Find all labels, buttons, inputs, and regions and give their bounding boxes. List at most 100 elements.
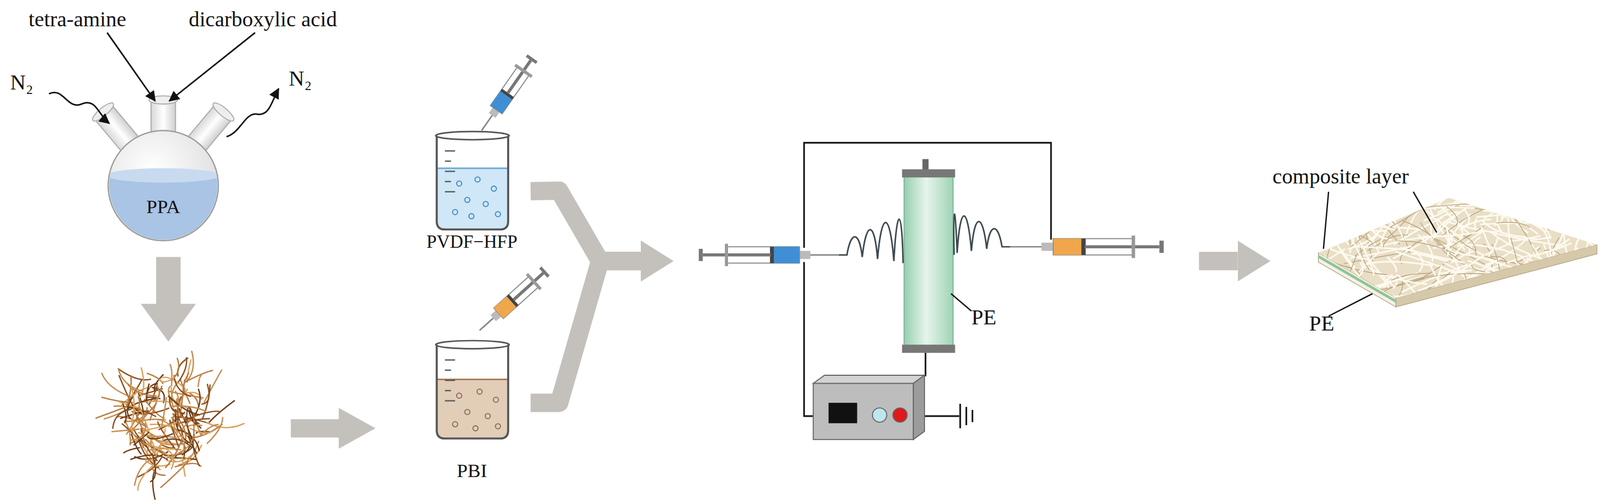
- plunger-cap: [1159, 240, 1165, 253]
- fiber-strand: [118, 369, 152, 380]
- nanofiber: [1408, 293, 1421, 340]
- connector-layer: [530, 190, 1238, 403]
- nanofiber: [1535, 270, 1571, 314]
- nanofiber: [1470, 274, 1534, 279]
- nanofiber: [1306, 213, 1321, 242]
- reagent-label: dicarboxylic acid: [188, 8, 337, 32]
- nanofiber: [1354, 246, 1415, 251]
- nanofiber: [1435, 265, 1442, 293]
- nanofiber: [1530, 271, 1538, 295]
- plunger-rod: [508, 60, 532, 93]
- nanofiber: [1518, 196, 1538, 205]
- nanofiber: [1352, 274, 1393, 310]
- nanofiber: [1550, 274, 1562, 298]
- display: [828, 402, 858, 424]
- nanofiber: [1572, 210, 1600, 215]
- nanofiber: [1549, 237, 1560, 278]
- wire: [804, 262, 814, 417]
- nanofiber: [1366, 261, 1433, 266]
- nanofiber: [1380, 205, 1414, 221]
- nanofiber: [1542, 302, 1588, 319]
- fiber-strand: [160, 461, 189, 489]
- knob: [872, 407, 888, 423]
- nanofiber: [1464, 273, 1472, 322]
- fiber-strand: [198, 375, 203, 388]
- bubble: [482, 201, 489, 207]
- plunger-rod: [1084, 245, 1160, 249]
- nanofiber: [1344, 289, 1355, 327]
- syringe: [1010, 235, 1164, 258]
- fiber-strand: [174, 463, 201, 468]
- fiber-strand: [147, 433, 173, 440]
- fiber-strand: [188, 425, 203, 428]
- fiber-strand: [137, 463, 156, 492]
- fiber-jet: [953, 214, 1011, 256]
- graduation-marks: [444, 360, 455, 402]
- nanofiber: [1531, 291, 1598, 316]
- nanofiber: [1495, 202, 1542, 212]
- nanofiber: [1494, 281, 1505, 299]
- nanofiber: [1324, 224, 1373, 243]
- nanofiber: [1535, 284, 1564, 304]
- nanofiber: [1433, 244, 1455, 249]
- nanofiber: [1478, 286, 1535, 312]
- bubble: [475, 176, 481, 182]
- liquid-surface: [106, 168, 221, 184]
- nanofiber: [1526, 267, 1577, 271]
- nanofiber: [1561, 213, 1583, 225]
- nanofiber: [1514, 261, 1529, 282]
- nanofiber: [1407, 297, 1425, 337]
- nanofiber: [1576, 298, 1600, 306]
- nanofiber: [1349, 218, 1354, 246]
- neck-rim: [210, 100, 237, 124]
- bubble: [456, 393, 462, 399]
- nanofiber: [1591, 262, 1600, 304]
- hub: [1041, 242, 1054, 252]
- nanofiber: [1555, 211, 1583, 218]
- nanofiber: [1284, 233, 1336, 244]
- leader-arrow: [169, 32, 256, 101]
- gas-label: N₂: [10, 71, 34, 96]
- beaker-rim: [435, 340, 510, 350]
- beaker-node: PBI: [413, 316, 531, 490]
- beaker-rim: [435, 131, 510, 140]
- nanofiber: [1463, 288, 1476, 321]
- flange: [526, 273, 542, 291]
- nanofiber: [1502, 287, 1510, 331]
- nanofiber: [1526, 291, 1594, 295]
- nanofiber: [1510, 271, 1518, 293]
- leader-line: [1328, 293, 1373, 317]
- nanofiber: [1326, 227, 1351, 246]
- flask-node: PPA: [101, 96, 225, 251]
- nanofiber: [1523, 277, 1539, 296]
- bubble: [452, 209, 458, 215]
- nanofiber: [1564, 232, 1577, 274]
- nanofiber: [1269, 279, 1317, 284]
- nanofiber: [1560, 297, 1584, 317]
- fiber-strand: [203, 369, 222, 403]
- nanofiber: [1591, 222, 1600, 260]
- fiber-strand: [167, 396, 200, 416]
- flask-liquid: [101, 168, 225, 247]
- nanofiber: [1588, 275, 1600, 292]
- knob: [892, 407, 908, 423]
- nanofiber: [1593, 222, 1600, 232]
- composite-membrane: [1263, 191, 1600, 349]
- nanofiber: [1525, 288, 1566, 308]
- fiber-strand: [145, 443, 177, 450]
- beaker-wall: [436, 135, 509, 231]
- fiber-strand: [133, 432, 150, 446]
- beaker-liquid: [436, 379, 509, 441]
- membrane-top: [1318, 198, 1598, 299]
- nanofiber: [1297, 255, 1312, 277]
- nanofiber: [1273, 265, 1323, 269]
- nanofiber: [1363, 216, 1396, 230]
- beaker-wall: [436, 344, 509, 439]
- nanofiber: [1367, 293, 1386, 300]
- needle: [481, 114, 494, 131]
- fiber-strand: [186, 350, 194, 382]
- nanofiber: [1263, 212, 1326, 215]
- nanofiber: [1331, 265, 1337, 305]
- flask-outline: [108, 130, 219, 241]
- nanofiber: [1588, 284, 1593, 330]
